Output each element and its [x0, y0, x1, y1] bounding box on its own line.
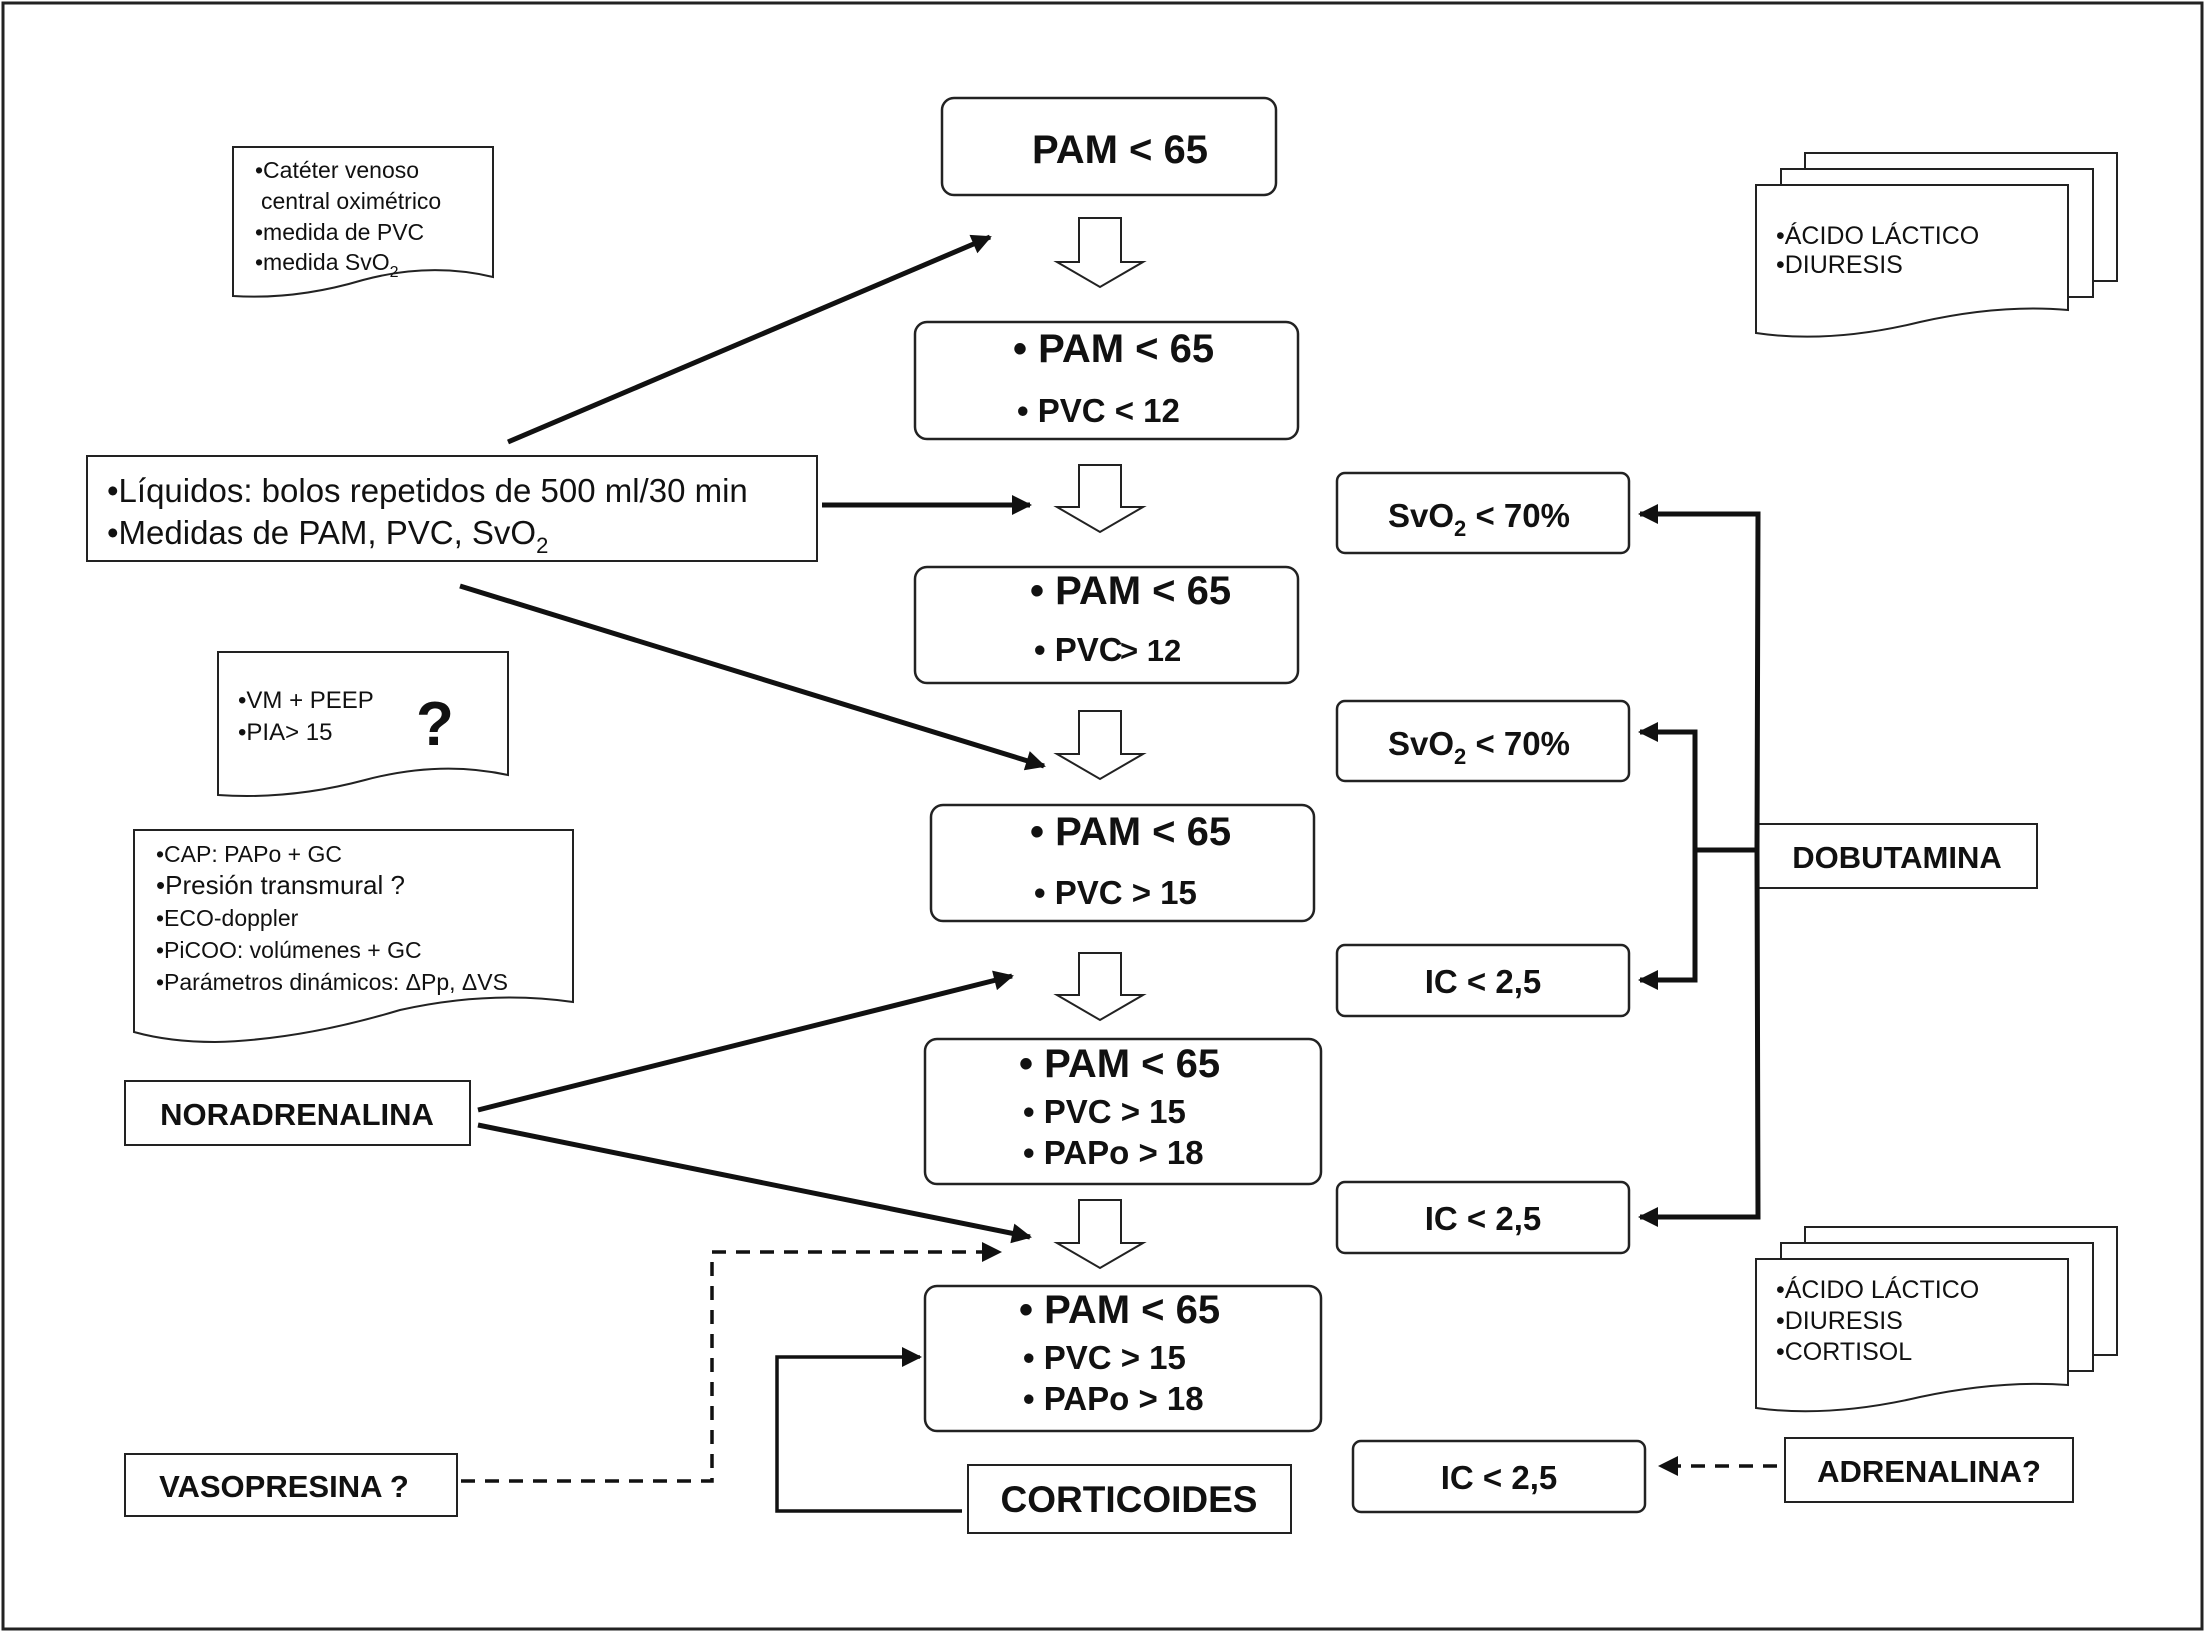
dobutamina-to-ica	[1638, 850, 1698, 990]
fluids-line1: •Líquidos: bolos repetidos de 500 ml/30 …	[107, 472, 748, 509]
step3-line1: • PAM < 65	[1030, 569, 1231, 613]
fluids-line2-sub: 2	[536, 533, 548, 558]
adrenalina-box: ADRENALINA?	[1784, 1437, 2074, 1503]
lab2-line2: •DIURESIS	[1776, 1307, 1903, 1335]
arrow-corticoides	[775, 1347, 962, 1513]
flow-step-5: • PAM < 65 • PVC > 15 • PAPo > 18	[923, 1037, 1323, 1186]
monitoring-line5: •Parámetros dinámicos: ΔPp, ΔVS	[156, 969, 508, 995]
corticoides-label: CORTICOIDES	[1001, 1479, 1258, 1520]
ic-c-label: IC < 2,5	[1441, 1459, 1557, 1496]
catheter-line1: •Catéter venoso	[255, 157, 419, 183]
dobutamina-to-icb	[1638, 849, 1761, 1227]
svg-text:•Medidas de PAM, PVC, SvO2: •Medidas de PAM, PVC, SvO2	[107, 514, 548, 558]
fluids-line2: •Medidas de PAM, PVC, SvO	[107, 514, 536, 551]
down-arrow-4	[1053, 952, 1147, 1022]
lab1-line2: •DIURESIS	[1776, 251, 1903, 279]
catheter-line4: •medida SvO	[255, 249, 390, 275]
note-ventilation: •VM + PEEP •PIA> 15 ?	[217, 651, 509, 797]
flow-step-4: • PAM < 65 • PVC > 15	[929, 803, 1316, 923]
criteria-svo2-b: SvO2 < 70%	[1335, 699, 1631, 783]
lab1-line1: •ÁCIDO LÁCTICO	[1776, 221, 1979, 250]
step3-line2b: > 12	[1120, 633, 1181, 668]
step5-line3: • PAPo > 18	[1023, 1134, 1204, 1171]
ventilation-line1: •VM + PEEP	[238, 687, 374, 714]
monitoring-line3: •ECO-doppler	[156, 905, 299, 931]
monitoring-line1: •CAP: PAPo + GC	[156, 841, 342, 867]
note-lab-2: •ÁCIDO LÁCTICO •DIURESIS •CORTISOL	[1755, 1226, 2118, 1413]
step6-line1: • PAM < 65	[1019, 1288, 1220, 1332]
ventilation-line2: •PIA> 15	[238, 719, 332, 746]
criteria-ic-a: IC < 2,5	[1335, 943, 1631, 1018]
vasopresina-label: VASOPRESINA ?	[159, 1469, 409, 1504]
step4-line1: • PAM < 65	[1030, 810, 1231, 854]
svg-text:SvO2 < 70%: SvO2 < 70%	[1388, 725, 1570, 769]
flow-step-1: PAM < 65	[940, 96, 1278, 197]
connectors	[459, 234, 1777, 1513]
flow-step-6: • PAM < 65 • PVC > 15 • PAPo > 18	[923, 1284, 1323, 1433]
svg-text:•medida SvO2: •medida SvO2	[255, 249, 399, 281]
monitoring-line4: •PiCOO: volúmenes + GC	[156, 937, 422, 963]
noradrenalina-label: NORADRENALINA	[160, 1097, 434, 1132]
svg-text:SvO2 < 70%: SvO2 < 70%	[1388, 497, 1570, 541]
note-lab-1: •ÁCIDO LÁCTICO •DIURESIS	[1755, 152, 2118, 338]
note-monitoring: •CAP: PAPo + GC •Presión transmural ? •E…	[133, 829, 574, 1044]
corticoides-box: CORTICOIDES	[967, 1464, 1292, 1534]
down-arrow-5	[1053, 1199, 1147, 1270]
step2-line2: • PVC < 12	[1017, 392, 1180, 429]
ic-a-label: IC < 2,5	[1425, 963, 1541, 1000]
down-arrow-2	[1053, 464, 1147, 534]
step6-line3: • PAPo > 18	[1023, 1380, 1204, 1417]
adrenalina-label: ADRENALINA?	[1817, 1454, 2041, 1489]
step4-line2: • PVC > 15	[1034, 874, 1197, 911]
down-arrow-3	[1053, 710, 1147, 781]
step6-line2: • PVC > 15	[1023, 1339, 1186, 1376]
catheter-line4-sub: 2	[390, 264, 399, 281]
dobutamina-to-svo2b	[1638, 722, 1698, 850]
step2-line1: • PAM < 65	[1013, 327, 1214, 371]
arrow-fluids-to-step3	[459, 583, 1046, 771]
arrow-vasopresina	[461, 1242, 1002, 1483]
step3-line2: • PVC	[1034, 631, 1123, 668]
flow-step-2: • PAM < 65 • PVC < 12	[913, 320, 1300, 441]
down-arrow-1	[1053, 217, 1147, 289]
arrow-fluids-to-step1	[507, 234, 992, 445]
step1-line1: PAM < 65	[1032, 128, 1208, 172]
monitoring-line2: •Presión transmural ?	[156, 870, 405, 900]
step5-line2: • PVC > 15	[1023, 1093, 1186, 1130]
fluids-box: •Líquidos: bolos repetidos de 500 ml/30 …	[86, 455, 818, 562]
catheter-line2: central oximétrico	[261, 188, 441, 214]
flow-step-3: • PAM < 65 • PVC > 12	[913, 565, 1300, 685]
step5-line1: • PAM < 65	[1019, 1042, 1220, 1086]
catheter-line3: •medida de PVC	[255, 219, 424, 245]
dobutamina-trunk	[1638, 504, 1761, 851]
vasopresina-box: VASOPRESINA ?	[124, 1453, 458, 1517]
note-catheter: •Catéter venoso central oximétrico •medi…	[232, 146, 494, 298]
lab2-line1: •ÁCIDO LÁCTICO	[1776, 1275, 1979, 1304]
ventilation-question-mark: ?	[416, 690, 454, 759]
ic-b-label: IC < 2,5	[1425, 1200, 1541, 1237]
arrow-noradrenalina-up	[477, 970, 1014, 1113]
dobutamina-box: DOBUTAMINA	[1756, 823, 2038, 889]
dobutamina-label: DOBUTAMINA	[1792, 840, 2002, 875]
lab2-line3: •CORTISOL	[1776, 1338, 1912, 1366]
criteria-ic-b: IC < 2,5	[1335, 1180, 1631, 1255]
noradrenalina-box: NORADRENALINA	[124, 1080, 471, 1146]
arrow-noradrenalina-down	[477, 1122, 1032, 1244]
down-arrows	[1053, 217, 1147, 1270]
criteria-svo2-a: SvO2 < 70%	[1335, 471, 1631, 555]
criteria-ic-c: IC < 2,5	[1351, 1439, 1647, 1514]
